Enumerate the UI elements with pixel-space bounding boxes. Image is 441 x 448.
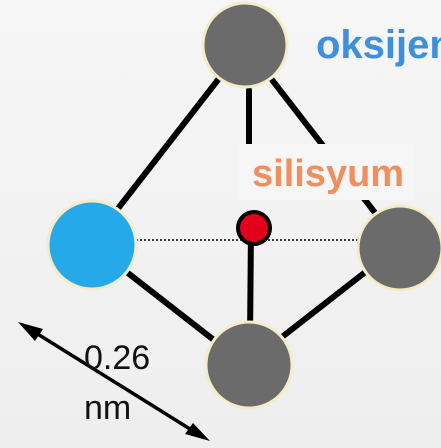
dimension-arrow-line [27, 326, 199, 436]
dimension-value-label: 0.26 [84, 339, 150, 377]
silicon-label: silisyum [252, 153, 404, 195]
dimension-arrowhead-end [185, 423, 210, 441]
silicon-label-backdrop [238, 144, 414, 200]
dimension-arrowhead-start [18, 322, 43, 341]
highlighted-oxygen-atom-left [46, 199, 138, 291]
dimension-unit-label: nm [84, 389, 131, 427]
oxygen-atom-bottom [204, 320, 294, 410]
oxygen-atom-top [201, 1, 289, 89]
silicon-atom [236, 210, 272, 246]
oxygen-label: oksijen [316, 23, 441, 67]
oxygen-atom-right [356, 204, 441, 292]
